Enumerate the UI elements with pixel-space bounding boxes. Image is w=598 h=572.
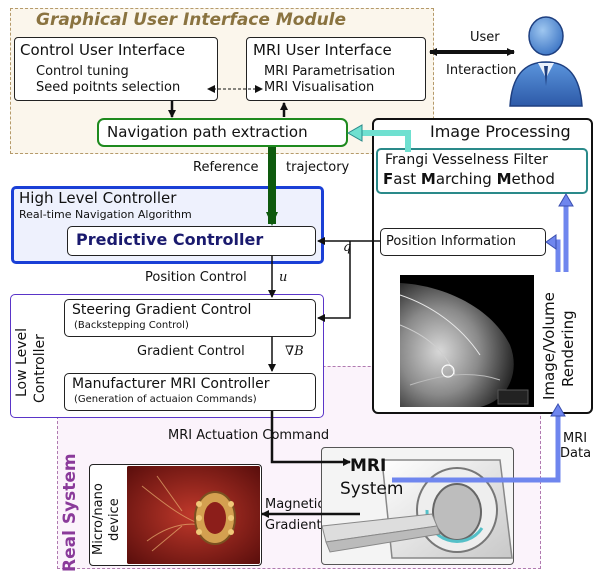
- mri-data-arrow: [392, 410, 561, 483]
- manufacturer-box: [64, 373, 316, 411]
- control-ui-title: Control User Interface: [20, 41, 186, 59]
- gradient-control-symbol: ∇B: [285, 344, 304, 359]
- mri-ui-box: [246, 37, 426, 101]
- fmm-ethod: ethod: [511, 170, 555, 188]
- mri-actuation-label: MRI Actuation Command: [168, 428, 330, 443]
- steering-box: [64, 299, 316, 337]
- manufacturer-sub: (Generation of actuaion Commands): [74, 394, 257, 405]
- control-ui-box: [14, 37, 218, 101]
- steering-label: Steering Gradient Control: [72, 302, 252, 318]
- position-info-label: Position Information: [386, 234, 516, 249]
- mri-scan-image: [400, 275, 534, 407]
- control-ui-line1: Control tuning: [36, 64, 129, 79]
- mri-system-line2: System: [340, 479, 404, 499]
- image-processing-title: Image Processing: [430, 122, 571, 141]
- mri-ui-title: MRI User Interface: [253, 41, 392, 59]
- user-avatar-icon: [509, 16, 583, 107]
- mri-data-line2: Data: [560, 446, 592, 461]
- gradient-label: Gradient: [265, 518, 322, 533]
- magnetic-label: Magnetic: [265, 497, 325, 512]
- control-ui-line2: Seed poitnts selection: [36, 80, 181, 95]
- mri-ui-line1: MRI Parametrisation: [264, 64, 396, 79]
- mri-system-line1: MRI: [350, 456, 387, 476]
- q-to-steering-arrow: [317, 241, 351, 322]
- high-level-subtitle: Real-time Navigation Algorithm: [19, 208, 192, 221]
- fmm-M2: M: [496, 170, 512, 188]
- mri-ui-line2: MRI Visualisation: [264, 80, 375, 95]
- trajectory-label: trajectory: [286, 160, 350, 175]
- mri-actuation-arrow: [270, 411, 351, 466]
- position-control-symbol: u: [279, 270, 288, 285]
- position-control-label: Position Control: [145, 270, 247, 285]
- user-label: User: [470, 30, 500, 45]
- steering-sub: (Backstepping Control): [74, 320, 189, 331]
- reference-label: Reference: [193, 160, 259, 175]
- mri-data-line1: MRI: [563, 431, 588, 446]
- fmm-arching: arching: [435, 170, 497, 188]
- frangi-box: [376, 148, 588, 194]
- fmm-F: F: [383, 170, 394, 188]
- nav-path-box: [97, 118, 348, 147]
- fmm-M1: M: [420, 170, 436, 188]
- manufacturer-label: Manufacturer MRI Controller: [72, 376, 270, 392]
- gui-module-title: Graphical User Interface Module: [36, 10, 347, 30]
- rendering-label-bg: [534, 275, 590, 407]
- gradient-control-label: Gradient Control: [137, 344, 245, 359]
- mri-system-panel: [321, 447, 514, 565]
- nav-path-label: Navigation path extraction: [107, 123, 308, 141]
- high-level-title: High Level Controller: [19, 189, 177, 207]
- frangi-to-nav-arrow: [352, 130, 411, 152]
- nano-device-image: [127, 466, 260, 564]
- fmm-ast: ast: [393, 170, 421, 188]
- interaction-label: Interaction: [446, 63, 517, 78]
- fmm-line: Fast Marching Method: [383, 170, 555, 188]
- frangi-line1: Frangi Vesselness Filter: [385, 152, 548, 168]
- q-label: q: [343, 240, 352, 255]
- predictive-controller-label: Predictive Controller: [76, 230, 264, 249]
- predictive-controller-box: [67, 226, 316, 256]
